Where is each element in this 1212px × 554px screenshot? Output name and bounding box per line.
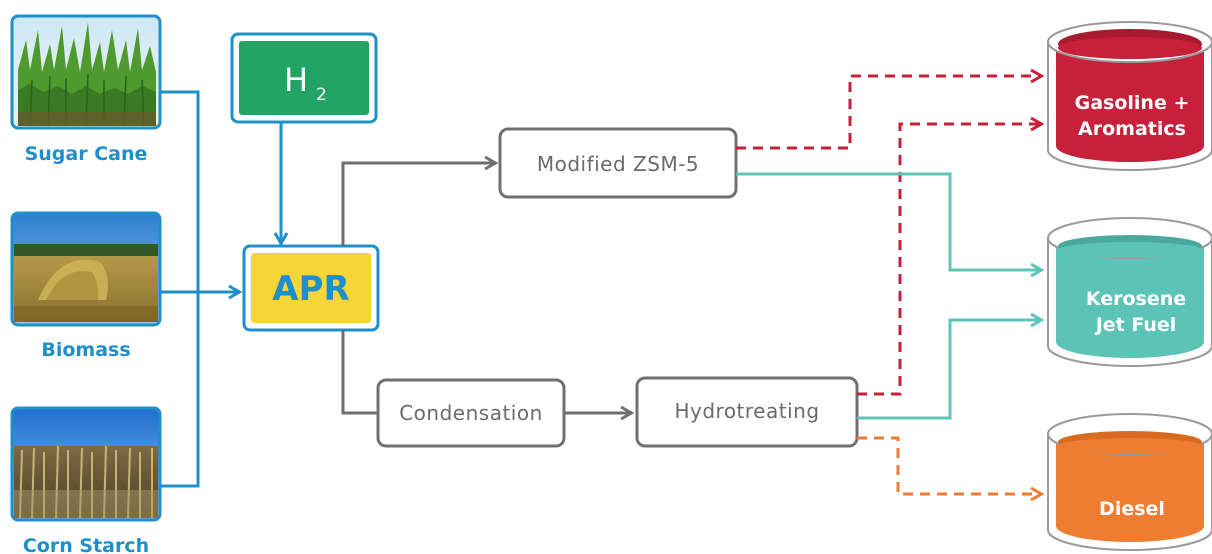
kerosene-tank: Kerosene Jet Fuel	[1047, 217, 1212, 367]
source-connectors	[160, 90, 289, 488]
diesel-connectors	[857, 436, 1045, 502]
kerosene-label-line2: Jet Fuel	[1094, 314, 1177, 336]
hydrotreating-box: Hydrotreating	[635, 376, 859, 448]
zsm5-box: Modified ZSM-5	[498, 127, 738, 199]
process-connectors	[341, 155, 635, 421]
hydrogen-symbol: H	[284, 61, 308, 99]
apr-label: APR	[272, 269, 349, 309]
biomass-photo	[10, 211, 162, 327]
kerosene-connectors	[736, 172, 1045, 420]
kerosene-label-line1: Kerosene	[1086, 288, 1186, 310]
gasoline-label-line2: Aromatics	[1078, 118, 1186, 140]
condensation-label: Condensation	[399, 401, 543, 425]
source-label-biomass: Biomass	[41, 339, 130, 361]
hydrogen-box: H 2	[230, 32, 378, 124]
condensation-box: Condensation	[376, 378, 566, 448]
gasoline-connectors	[736, 68, 1045, 396]
source-label-sugar-cane: Sugar Cane	[25, 143, 148, 165]
diesel-label: Diesel	[1099, 498, 1165, 520]
hydrotreating-label: Hydrotreating	[674, 399, 819, 423]
gasoline-tank: Gasoline + Aromatics	[1047, 21, 1212, 171]
corn-starch-photo	[10, 406, 162, 522]
gasoline-label-line1: Gasoline +	[1075, 92, 1190, 114]
sugar-cane-photo	[10, 14, 162, 130]
zsm5-label: Modified ZSM-5	[537, 152, 699, 176]
diesel-tank: Diesel	[1047, 413, 1212, 551]
hydrogen-subscript: 2	[316, 85, 327, 105]
apr-box: APR	[242, 244, 380, 332]
source-label-corn-starch: Corn Starch	[23, 535, 149, 554]
